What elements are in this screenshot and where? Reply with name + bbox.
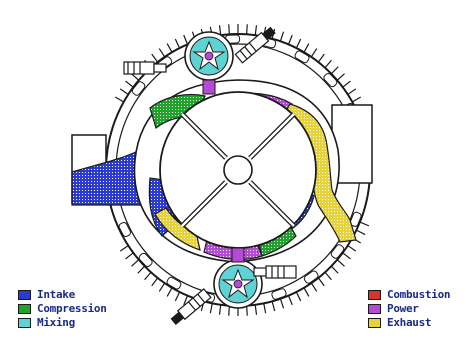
- legend-label-mixing: Mixing: [37, 316, 75, 329]
- legend-left: Intake Compression Mixing: [18, 288, 107, 329]
- upper-mixing-center: [205, 52, 213, 60]
- cooling-fin: [343, 81, 351, 87]
- cooling-fin: [337, 74, 344, 81]
- cooling-fin: [296, 292, 300, 301]
- upper-combustion-port: [203, 80, 215, 94]
- cooling-fin: [175, 292, 179, 301]
- power-swatch: [368, 304, 381, 314]
- cooling-fin: [280, 299, 283, 308]
- cooling-fin: [229, 24, 230, 34]
- cooling-fin: [331, 67, 338, 74]
- cooling-fin: [331, 266, 338, 273]
- cooling-fin: [120, 89, 128, 95]
- cooling-fin: [220, 305, 221, 315]
- cooling-fin: [210, 303, 212, 313]
- legend-label-power: Power: [387, 302, 419, 315]
- cooling-fin: [175, 39, 179, 48]
- cooling-fin: [289, 35, 293, 44]
- cooling-fin: [318, 54, 324, 62]
- cooling-fin: [280, 32, 283, 41]
- cooling-fin: [296, 39, 300, 48]
- cooling-fin: [337, 260, 344, 267]
- cooling-fin: [348, 89, 356, 95]
- cooling-fin: [184, 35, 188, 44]
- cooling-fin: [311, 49, 316, 57]
- cooling-fin: [167, 44, 172, 53]
- cooling-fin: [255, 25, 256, 35]
- cooling-fin: [325, 60, 331, 68]
- legend-item-combustion: Combustion: [368, 288, 450, 301]
- cooling-fin: [126, 81, 134, 87]
- cooling-fin: [348, 246, 356, 252]
- cooling-fin: [152, 278, 158, 286]
- legend-label-exhaust: Exhaust: [387, 316, 431, 329]
- cooling-fin: [131, 260, 138, 267]
- cooling-fin: [167, 288, 172, 297]
- lower-right-injector: [254, 266, 296, 278]
- lower-mixing-center: [234, 280, 242, 288]
- legend-item-mixing: Mixing: [18, 316, 107, 329]
- intake-swatch: [18, 290, 31, 300]
- legend-label-compression: Compression: [37, 302, 107, 315]
- cooling-fin: [311, 283, 316, 291]
- cooling-fin: [272, 301, 275, 311]
- combustion-swatch: [368, 290, 381, 300]
- cooling-fin: [343, 253, 351, 259]
- cooling-fin: [289, 296, 293, 305]
- legend-item-exhaust: Exhaust: [368, 316, 450, 329]
- legend-label-intake: Intake: [37, 288, 75, 301]
- cooling-fin: [152, 54, 158, 62]
- cooling-fin: [304, 44, 309, 53]
- cooling-fin: [325, 272, 331, 280]
- cooling-fin: [159, 49, 164, 57]
- cooling-fin: [352, 97, 360, 102]
- legend-item-intake: Intake: [18, 288, 107, 301]
- cooling-fin: [264, 303, 266, 313]
- lower-combustion-port: [232, 248, 244, 262]
- cooling-fin: [318, 278, 324, 286]
- rotor-hub: [224, 156, 252, 184]
- legend-label-combustion: Combustion: [387, 288, 450, 301]
- exhaust-swatch: [368, 318, 381, 328]
- upper-left-injector: [124, 62, 166, 74]
- cooling-fin: [360, 222, 369, 226]
- cooling-fin: [120, 246, 128, 252]
- cooling-fin: [247, 24, 248, 34]
- cooling-fin: [138, 266, 145, 273]
- cooling-fin: [255, 305, 256, 315]
- mixing-swatch: [18, 318, 31, 328]
- legend-item-compression: Compression: [18, 302, 107, 315]
- legend-item-power: Power: [368, 302, 450, 315]
- cooling-fin: [356, 230, 365, 234]
- cooling-fin: [304, 288, 309, 297]
- cooling-fin: [115, 97, 123, 102]
- cooling-fin: [159, 283, 164, 291]
- cooling-fin: [131, 74, 138, 81]
- cooling-fin: [145, 272, 151, 280]
- legend-right: Combustion Power Exhaust: [368, 288, 450, 329]
- compression-swatch: [18, 304, 31, 314]
- cooling-fin: [126, 253, 134, 259]
